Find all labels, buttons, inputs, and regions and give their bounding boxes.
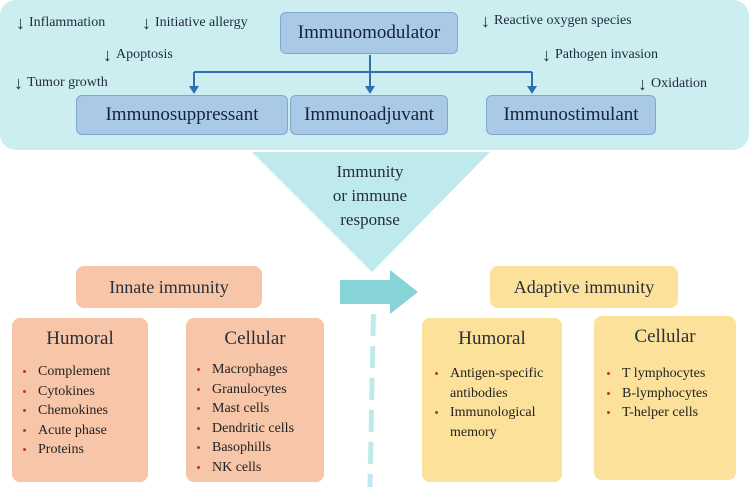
funnel-line: Immunity	[336, 162, 404, 181]
list-item: T lymphocytes	[620, 364, 736, 384]
innate-immunity-heading: Innate immunity	[76, 266, 262, 308]
down-arrow-icon: ↓	[542, 45, 551, 65]
innate-cellular-card: Cellular Macrophages Granulocytes Mast c…	[186, 318, 324, 482]
effect-reactive-oxygen-species: ↓ Reactive oxygen species	[481, 12, 632, 30]
innate-humoral-card: Humoral Complement Cytokines Chemokines …	[12, 318, 148, 482]
effect-apoptosis: ↓ Apoptosis	[103, 46, 173, 64]
effect-pathogen-invasion: ↓ Pathogen invasion	[542, 46, 658, 64]
down-arrow-icon: ↓	[638, 74, 647, 94]
card-title: Humoral	[458, 328, 526, 349]
list-item: Macrophages	[210, 360, 324, 380]
list-item: B-lymphocytes	[620, 384, 736, 404]
adaptive-humoral-card: Humoral Antigen-specific antibodies Immu…	[422, 318, 562, 482]
card-title: Cellular	[634, 326, 696, 347]
innate-humoral-list: Complement Cytokines Chemokines Acute ph…	[12, 362, 148, 460]
adaptive-immunity-heading: Adaptive immunity	[490, 266, 678, 308]
down-arrow-icon: ↓	[14, 73, 23, 93]
immunomodulator-box: Immunomodulator	[280, 12, 458, 54]
down-arrow-icon: ↓	[103, 45, 112, 65]
list-item: Cytokines	[36, 382, 148, 402]
list-item: Immunological memory	[448, 403, 554, 442]
innate-to-adaptive-arrow	[340, 270, 418, 314]
list-item: Granulocytes	[210, 380, 324, 400]
adaptive-humoral-list: Antigen-specific antibodies Immunologica…	[422, 364, 562, 442]
list-item: T-helper cells	[620, 403, 736, 423]
list-item: Basophills	[210, 438, 324, 458]
down-arrow-icon: ↓	[481, 11, 490, 31]
effect-label: Initiative allergy	[155, 15, 248, 30]
immune-response-label: Immunity or immune response	[300, 160, 440, 232]
card-title: Cellular	[224, 328, 286, 349]
funnel-line: or immune	[332, 186, 408, 205]
immunoadjuvant-box: Immunoadjuvant	[290, 95, 448, 135]
down-arrow-icon: ↓	[16, 13, 25, 33]
innate-cellular-list: Macrophages Granulocytes Mast cells Dend…	[186, 360, 324, 477]
list-item: Complement	[36, 362, 148, 382]
adaptive-cellular-list: T lymphocytes B-lymphocytes T-helper cel…	[594, 364, 736, 423]
adaptive-cellular-card: Cellular T lymphocytes B-lymphocytes T-h…	[594, 316, 736, 480]
effect-label: Oxidation	[651, 76, 707, 91]
funnel-triangle	[252, 152, 490, 272]
divider-dashed-line	[367, 281, 377, 487]
list-item: Antigen-specific antibodies	[448, 364, 554, 403]
effect-tumor-growth: ↓ Tumor growth	[14, 74, 108, 92]
effect-label: Reactive oxygen species	[494, 13, 632, 28]
effect-label: Inflammation	[29, 15, 106, 30]
list-item: Dendritic cells	[210, 419, 324, 439]
effect-label: Pathogen invasion	[555, 47, 659, 62]
list-item: Mast cells	[210, 399, 324, 419]
funnel-line: response	[340, 210, 400, 229]
immunostimulant-box: Immunostimulant	[486, 95, 656, 135]
effect-label: Tumor growth	[27, 75, 108, 90]
effect-oxidation: ↓ Oxidation	[638, 75, 707, 93]
arrowhead-right	[527, 86, 537, 94]
effect-label: Apoptosis	[116, 47, 173, 62]
list-item: NK cells	[210, 458, 324, 478]
list-item: Proteins	[36, 440, 148, 460]
arrowhead-middle	[365, 86, 375, 94]
list-item: Chemokines	[36, 401, 148, 421]
effect-initiative-allergy: ↓ Initiative allergy	[142, 14, 248, 32]
list-item: Acute phase	[36, 421, 148, 441]
effect-inflammation: ↓ Inflammation	[16, 14, 105, 32]
arrowhead-left	[189, 86, 199, 94]
immunosuppressant-box: Immunosuppressant	[76, 95, 288, 135]
down-arrow-icon: ↓	[142, 13, 151, 33]
card-title: Humoral	[46, 328, 114, 349]
